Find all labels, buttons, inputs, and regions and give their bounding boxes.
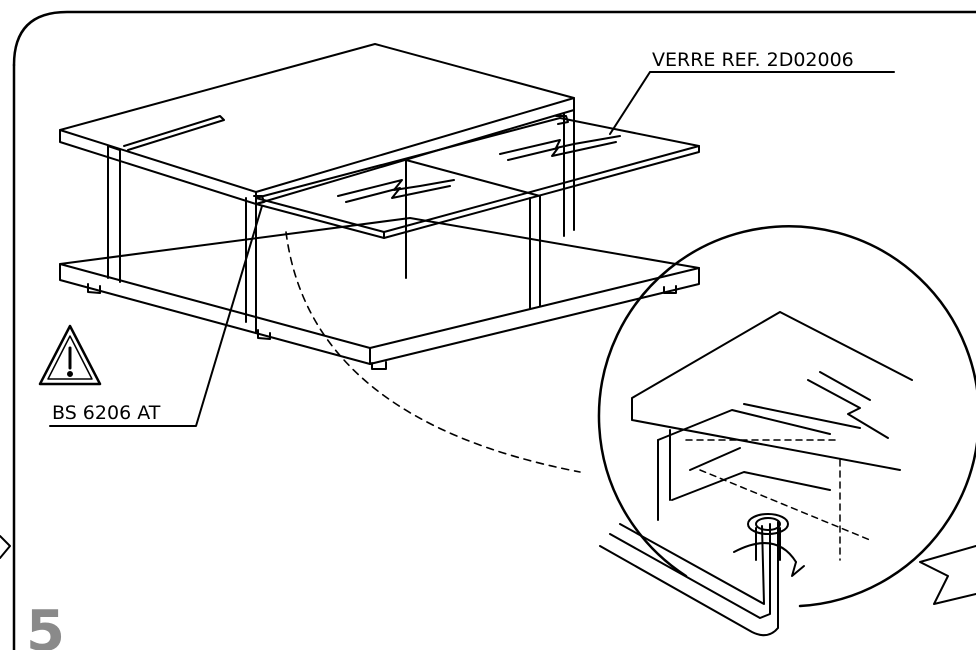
coffee-table	[59, 43, 700, 370]
foot	[371, 361, 387, 370]
mid-divider	[245, 197, 257, 333]
fitting-ref-label: BS 6206 AT	[52, 402, 161, 424]
foot	[663, 285, 677, 294]
foot	[87, 283, 101, 294]
frame-border	[12, 10, 976, 67]
rotate-arrow-icon	[733, 542, 805, 577]
allen-key	[599, 521, 779, 637]
arrow-left-icon	[0, 535, 11, 559]
top-panel	[59, 43, 575, 193]
glass-shelf	[255, 117, 700, 233]
detail-link-arc	[285, 231, 581, 473]
foot	[257, 329, 271, 340]
detail-zoom	[597, 225, 976, 637]
fitting-ref-leader	[49, 205, 263, 427]
arrow-right-icon	[919, 545, 976, 605]
step-number: 5	[26, 599, 65, 650]
glass-ref-leader	[609, 71, 895, 135]
glass-ref-label: VERRE REF. 2D02006	[652, 49, 854, 71]
front-divider	[107, 145, 121, 283]
warning-triangle-icon	[38, 324, 102, 386]
